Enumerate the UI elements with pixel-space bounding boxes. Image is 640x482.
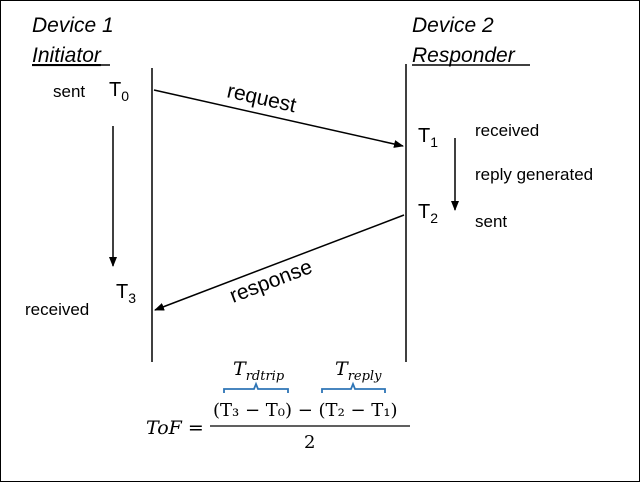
device2-role: Responder <box>412 44 516 67</box>
device2-name: Device 2 <box>412 14 494 37</box>
t1-event-label: received <box>475 121 539 140</box>
formula-lhs: ToF = <box>146 417 204 439</box>
t3-event-label: received <box>25 300 89 319</box>
t1-marker: T1 <box>418 125 438 150</box>
response-label: response <box>227 255 316 307</box>
response-arrow <box>154 214 405 311</box>
t2-marker: T2 <box>418 201 438 226</box>
t0-event-label: sent <box>53 82 85 101</box>
formula-denominator: 2 <box>304 432 315 453</box>
formula-numerator: (T₃ − T₀) − (T₂ − T₁) <box>213 400 398 421</box>
rdtrip-brace <box>223 381 289 393</box>
request-label: request <box>225 79 299 117</box>
request-arrow <box>153 89 404 148</box>
t3-marker: T3 <box>116 281 136 306</box>
reply-brace <box>321 381 386 393</box>
device1-role: Initiator <box>32 44 102 67</box>
rdtrip-label: Trdtrip <box>233 358 285 384</box>
device1-name: Device 1 <box>32 14 114 37</box>
reply-generated-label: reply generated <box>475 165 593 184</box>
t0-marker: T0 <box>109 79 129 104</box>
reply-label: Treply <box>335 358 382 384</box>
t2-event-label: sent <box>475 212 507 231</box>
